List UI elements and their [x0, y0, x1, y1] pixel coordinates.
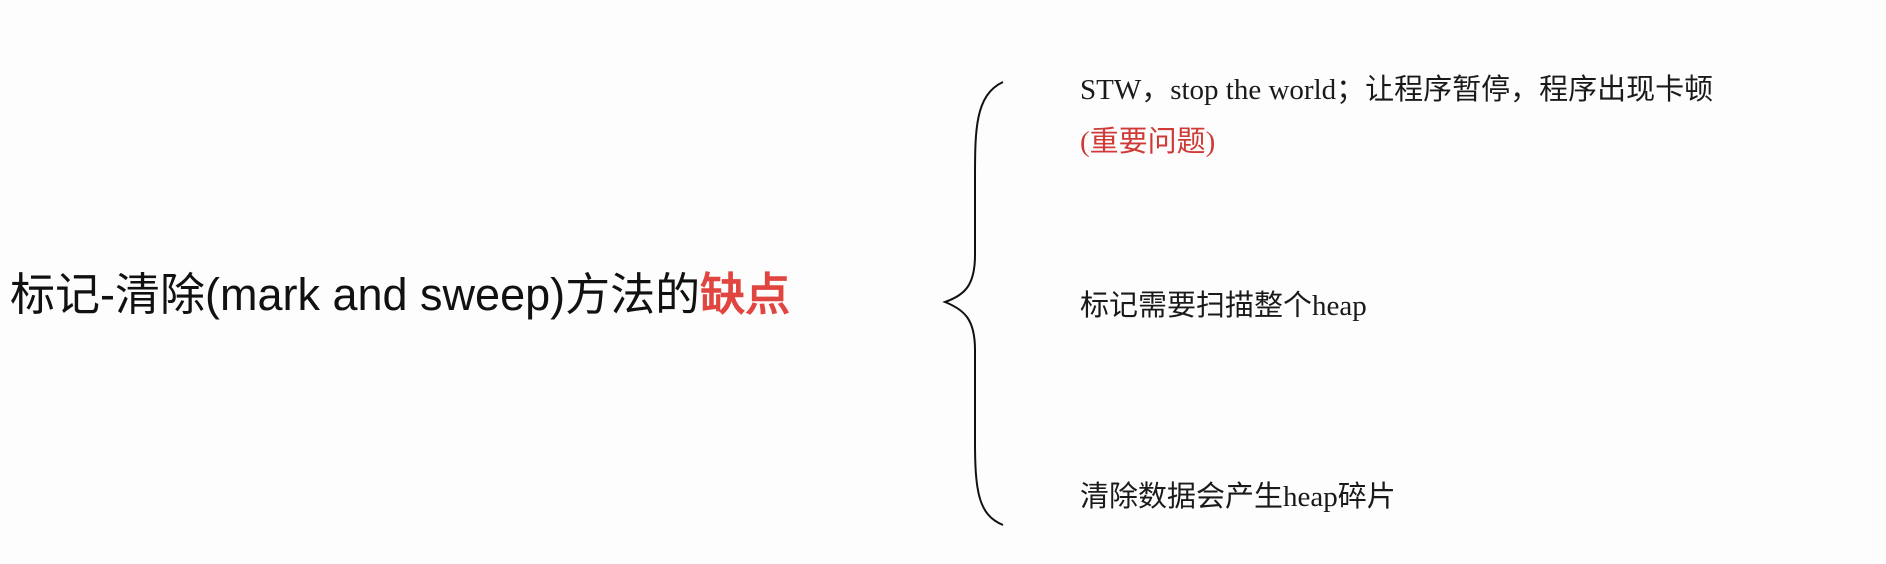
drawback-stw: STW，stop the world；让程序暂停，程序出现卡顿 [1080, 74, 1714, 106]
diagram-title: 标记-清除(mark and sweep)方法的缺点 [10, 272, 790, 317]
drawback-fragmentation: 清除数据会产生heap碎片 [1080, 481, 1396, 513]
drawback-scan-heap: 标记需要扫描整个heap [1080, 290, 1367, 322]
title-main: 标记-清除(mark and sweep)方法的 [10, 269, 701, 320]
drawback-stw-note: (重要问题) [1080, 126, 1216, 158]
title-highlight: 缺点 [700, 269, 791, 320]
